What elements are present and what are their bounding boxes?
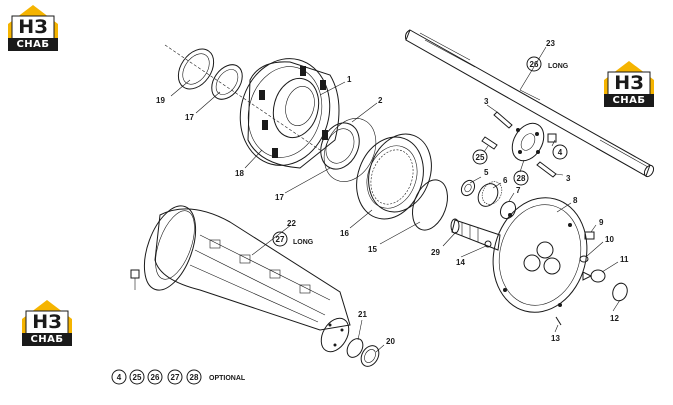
callout-23: 23: [546, 39, 555, 48]
circled-callout-27: 27: [272, 231, 288, 247]
callout-12: 12: [610, 314, 619, 323]
watermark-logo-right: НЗ СНАБ: [600, 58, 658, 112]
leader-lines: [170, 46, 621, 353]
callout-5: 5: [484, 168, 489, 177]
cover-8: [492, 197, 588, 313]
svg-text:26: 26: [530, 60, 539, 69]
axle-housing-22: [143, 205, 351, 353]
svg-text:27: 27: [171, 373, 180, 382]
logo-letters: НЗ: [32, 311, 62, 333]
legend-label-optional: OPTIONAL: [209, 375, 246, 382]
callout-20: 20: [386, 337, 395, 346]
wheel-hub-18: [239, 58, 340, 169]
legend-item-28: 28: [186, 369, 202, 385]
callout-3-upper: 3: [484, 97, 489, 106]
circled-callouts: 4 25 26 27 28: [272, 56, 568, 247]
callout-labels: 1 2 3 3 5 6 7 8 9 10 11 12 13 14 15 16 1…: [156, 39, 629, 346]
callout-22: 22: [287, 219, 296, 228]
callout-1: 1: [347, 75, 352, 84]
washer-5: [460, 179, 476, 197]
svg-text:27: 27: [276, 235, 285, 244]
legend-item-26: 26: [147, 369, 163, 385]
plug-10: [579, 255, 589, 263]
callout-7: 7: [516, 186, 521, 195]
svg-text:26: 26: [151, 373, 160, 382]
callout-3-lower: 3: [566, 174, 571, 183]
snap-ring-15: [412, 179, 448, 231]
pin-3-upper: [493, 111, 513, 129]
drain-plug-11: [582, 269, 606, 283]
svg-text:28: 28: [190, 373, 199, 382]
logo-caption: СНАБ: [604, 94, 654, 107]
pin-3-lower: [536, 161, 557, 178]
legend-item-4: 4: [111, 369, 127, 385]
house-icon: [22, 300, 72, 335]
breather-plug: [130, 269, 140, 290]
svg-text:28: 28: [517, 174, 526, 183]
logo-letters: НЗ: [18, 16, 48, 38]
seal-17-upper: [211, 64, 243, 100]
seal-20: [360, 345, 380, 367]
callout-21: 21: [358, 310, 367, 319]
seal-17-lower: [320, 122, 360, 170]
svg-text:4: 4: [558, 148, 563, 157]
legend-item-25: 25: [129, 369, 145, 385]
logo-caption: СНАБ: [8, 38, 58, 51]
callout-11: 11: [620, 255, 629, 264]
bolt-13: [555, 316, 562, 326]
watermark-logo-bottom-left: НЗ СНАБ: [18, 297, 76, 351]
callout-14: 14: [456, 258, 465, 267]
callout-16: 16: [340, 229, 349, 238]
gasket-2: [323, 118, 377, 182]
ring-gear-16: [356, 133, 432, 220]
circled-callout-26: 26: [526, 56, 542, 72]
callout-10: 10: [605, 235, 614, 244]
watermark-logo-top-left: НЗ СНАБ: [4, 2, 62, 56]
logo-caption: СНАБ: [22, 333, 72, 346]
callout-9: 9: [599, 218, 604, 227]
callout-18: 18: [235, 169, 244, 178]
callout-2: 2: [378, 96, 383, 105]
sun-gear-29: [450, 218, 501, 251]
callout-13: 13: [551, 334, 560, 343]
callout-19: 19: [156, 96, 165, 105]
callout-29: 29: [431, 248, 440, 257]
note-long-housing: LONG: [293, 239, 314, 246]
callout-6: 6: [503, 176, 508, 185]
logo-letters: НЗ: [614, 72, 644, 94]
callout-8: 8: [573, 196, 578, 205]
callout-17-lower: 17: [275, 193, 284, 202]
seal-21: [346, 338, 364, 358]
washer-14: [484, 240, 492, 248]
plug-4: [547, 133, 557, 143]
circled-callout-25: 25: [472, 149, 488, 165]
circled-callout-28: 28: [513, 170, 529, 186]
svg-text:25: 25: [133, 373, 142, 382]
planet-gear-6: [477, 181, 503, 207]
circled-callout-4: 4: [552, 144, 568, 160]
svg-text:4: 4: [117, 373, 122, 382]
callout-15: 15: [368, 245, 377, 254]
seal-19: [177, 48, 215, 90]
legend-item-27: 27: [167, 369, 183, 385]
note-long-shaft: LONG: [548, 63, 569, 70]
planet-carrier-28: [511, 122, 545, 162]
callout-17-upper: 17: [185, 113, 194, 122]
optional-legend: 4 25 26 27 28 OPTIONAL: [111, 369, 246, 385]
svg-text:25: 25: [476, 153, 485, 162]
axle-shaft-23: [405, 29, 655, 178]
o-ring-12: [612, 282, 628, 302]
plug-9: [584, 231, 595, 240]
needle-bearing-7: [499, 200, 517, 220]
pin-25: [481, 136, 498, 150]
